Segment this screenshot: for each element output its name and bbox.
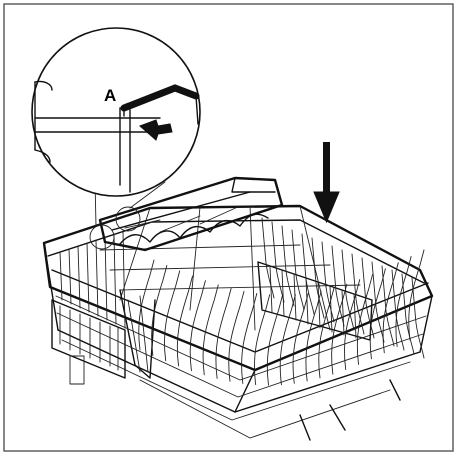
tine-wire [176,275,194,367]
shelf-zigzag-wire [119,213,269,245]
tine-wire [163,270,181,362]
detail-left-hook-top [34,80,53,91]
tine-wire [331,283,348,375]
bottom-clips [299,379,401,441]
tine-wire [395,255,412,347]
basket-corner-post-right [419,295,433,353]
side-tine-wire [86,242,90,313]
tine-wire [151,265,168,356]
back-tine-wire [291,229,305,311]
side-tine-wire [77,245,81,309]
back-tine-wire [271,221,285,303]
basket-floor-wires [119,205,331,331]
basket-cross-wires [99,244,361,291]
back-tine-wire [391,269,405,351]
back-tine-wire [351,253,365,335]
shelf-inner-wires [124,205,241,233]
basket-floor-edge [139,379,391,439]
side-tine-wire [59,251,63,301]
right-rack-ribs [269,265,357,339]
tine-wire [228,290,245,382]
pointing-arrow-icon [139,119,173,141]
tine-wire [408,249,425,341]
basket-rim-inner [47,219,425,284]
basket-bottom-rim-inner [61,339,411,421]
detail-callout: A [31,27,201,227]
callout-label-a: A [104,86,116,105]
basket-top-rim [42,204,434,372]
back-tine-wire [371,261,385,343]
arrow-head [313,191,340,224]
back-tine-wire [341,249,355,331]
tine-wire [369,268,386,360]
tine-wire [189,280,206,372]
tine-wire [138,259,155,351]
side-tine-wire [113,233,117,325]
front-tines [138,249,425,386]
front-rail-2 [56,312,424,398]
shelf-handle [231,177,276,193]
side-tine-wire [122,230,126,329]
tine-wire [241,292,258,384]
back-tine-wire [381,265,395,347]
back-tine-wire [301,233,315,315]
front-rail-1 [55,295,427,381]
left-side-panel [51,299,126,379]
upper-basket [42,204,434,441]
detail-left-hook-bottom [34,149,51,163]
tine-wire [292,292,309,384]
left-panel-ribs [59,305,119,371]
hinge-highlight-left [89,224,115,250]
arrow-shaft [323,142,330,192]
hinge-highlight-right [115,206,141,232]
folding-cup-shelf [89,176,284,252]
tine-wire [318,287,335,379]
callout-circle [31,27,201,197]
left-bracket [119,289,156,379]
side-tine-wire [104,236,108,321]
basket-corner-post-left [43,242,59,331]
back-tine-wire [261,217,275,299]
down-arrow-icon [313,142,340,224]
detail-shelf-rod [120,84,200,112]
back-tine-wire [331,245,345,327]
figure-frame [3,3,454,452]
tine-wire [279,294,296,386]
tine-wire [202,284,219,376]
tine-wire [305,290,322,382]
tine-wire [356,273,374,365]
tine-wire [266,294,284,386]
detail-right-wire [195,95,199,125]
back-tine-wire [281,225,295,307]
back-tine-wire [411,277,425,359]
callout-detail [34,80,200,193]
left-bracket-inner [127,295,149,373]
left-panel-foot [69,355,85,385]
basket-bottom-rim [57,329,421,413]
back-tine-wire [361,257,375,339]
back-tine-wire [311,237,325,319]
back-tine-wire [321,241,335,323]
shelf-bar-1 [111,191,251,231]
basket-corner-post-front [234,369,256,413]
side-tine-wire [68,248,72,305]
back-tine-wire [401,273,415,355]
side-tine-wire [95,239,99,317]
